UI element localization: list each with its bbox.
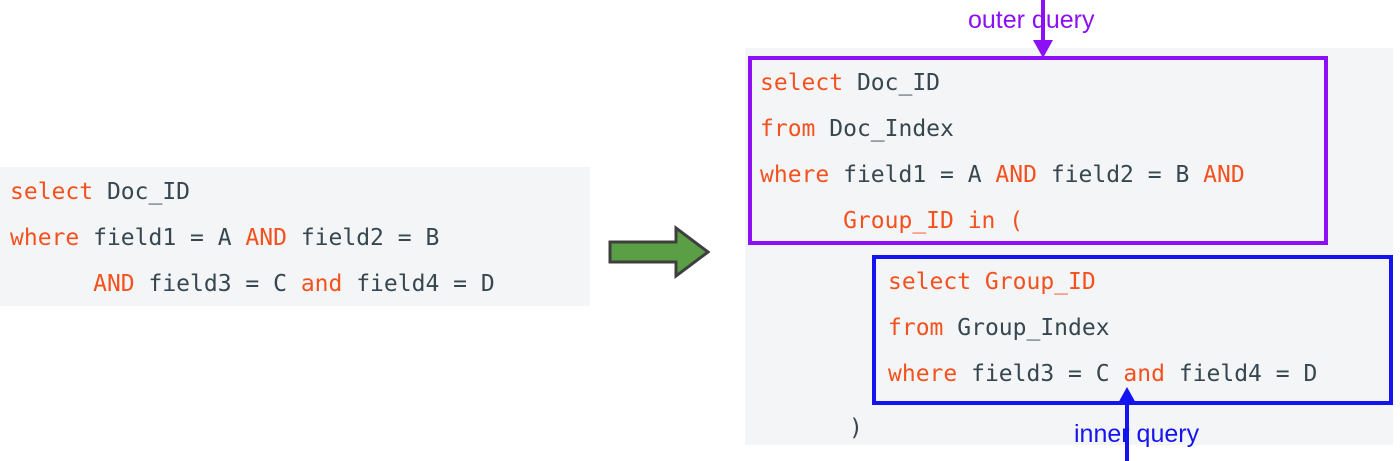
code-token: field3 = C [134, 271, 301, 297]
code-token [10, 271, 93, 297]
code-token: AND [245, 225, 287, 251]
code-token: Doc_ID [106, 179, 191, 205]
code-line: AND field3 = C and field4 = D [10, 261, 590, 307]
code-line: select Group_ID [888, 259, 1389, 305]
code-token: field1 = A [843, 162, 996, 188]
code-token: field2 = B [1036, 162, 1204, 188]
code-line: from Doc_Index [760, 106, 1324, 152]
code-token: select [10, 179, 107, 205]
code-token: field2 = B [286, 225, 440, 251]
closing-paren: ) [849, 415, 863, 441]
inner-query-label: inner query [1074, 420, 1200, 448]
code-token: Group_Index [957, 315, 1110, 341]
code-token: where [10, 225, 94, 251]
transform-arrow-icon [608, 225, 711, 279]
code-token: Doc_ID [856, 70, 941, 96]
code-token: from [760, 116, 830, 142]
code-token: AND [995, 162, 1037, 188]
code-token: field1 = A [93, 225, 246, 251]
original-query-panel: select Doc_ID where field1 = A AND field… [0, 167, 590, 306]
inner-query-box: select Group_ID from Group_Index where f… [872, 255, 1393, 405]
code-token: AND [1203, 162, 1245, 188]
code-line: Group_ID in ( [760, 198, 1324, 244]
code-token: from [888, 315, 958, 341]
code-token: field4 = D [1164, 361, 1318, 387]
outer-query-pointer-arrow-icon [1033, 0, 1053, 58]
code-token: field3 = C [971, 361, 1124, 387]
code-token: Group_ID in ( [760, 208, 1024, 234]
code-token: Doc_Index [829, 116, 954, 142]
code-token: where [760, 162, 844, 188]
code-token: AND [93, 271, 135, 297]
code-line: select Doc_ID [760, 60, 1324, 106]
code-token: field4 = D [342, 271, 495, 297]
code-line: select Doc_ID [10, 169, 590, 215]
code-line: where field1 = A AND field2 = B [10, 215, 590, 261]
code-token: select [760, 70, 857, 96]
outer-query-box: select Doc_ID from Doc_Index where field… [748, 56, 1328, 245]
rewritten-query-panel: select Doc_ID from Doc_Index where field… [745, 48, 1393, 445]
code-token: select Group_ID [888, 269, 1096, 295]
code-line: where field3 = C and field4 = D [888, 351, 1389, 397]
code-token: where [888, 361, 972, 387]
code-line: from Group_Index [888, 305, 1389, 351]
code-token: and [1123, 361, 1165, 387]
code-line: where field1 = A AND field2 = B AND [760, 152, 1324, 198]
code-token: and [300, 271, 343, 297]
inner-query-pointer-arrow-icon [1117, 387, 1137, 461]
